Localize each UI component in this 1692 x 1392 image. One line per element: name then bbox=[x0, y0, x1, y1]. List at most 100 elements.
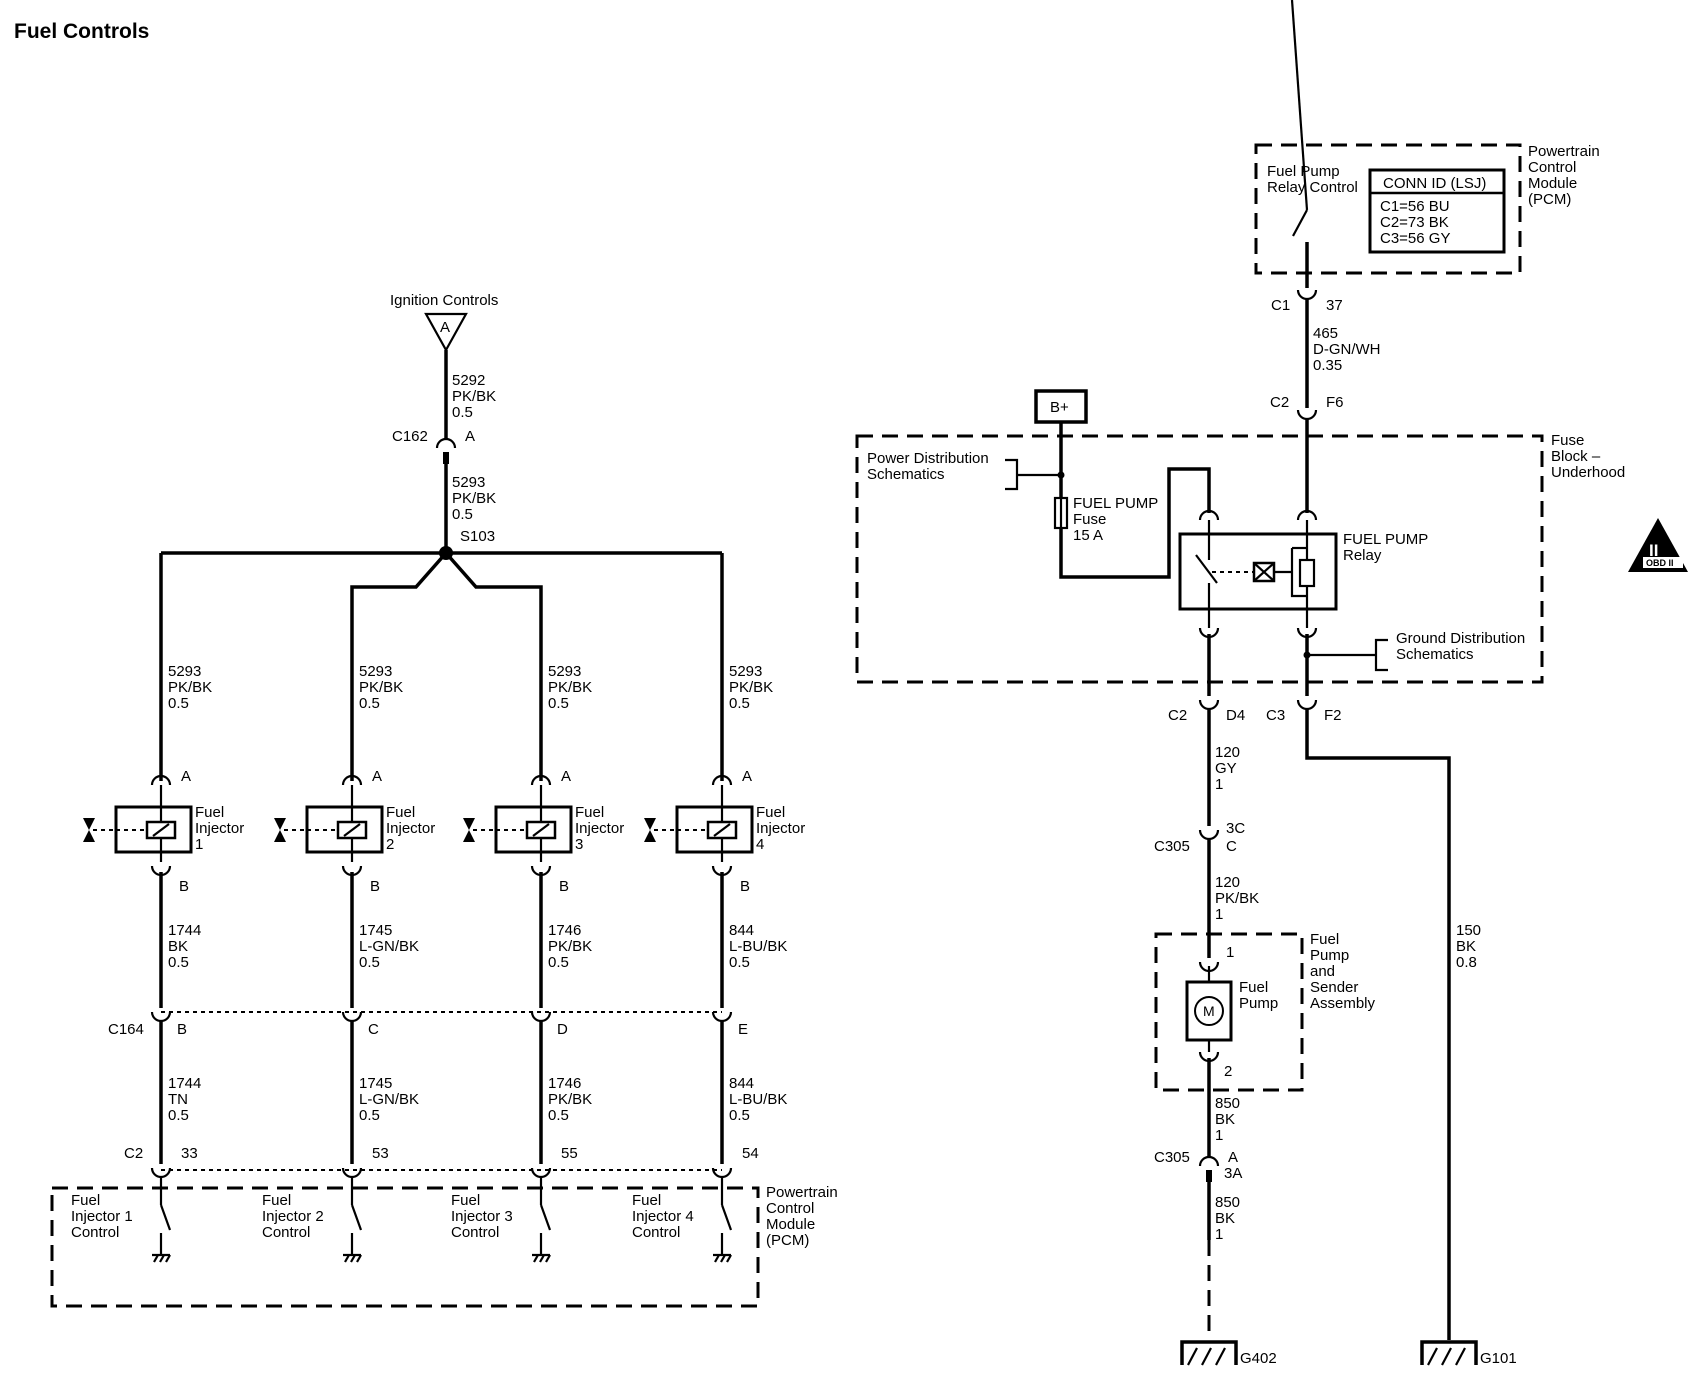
pcm-wire-label: 0.5 bbox=[359, 1107, 380, 1124]
wire-850-b: 850 BK 1 bbox=[1215, 1194, 1240, 1243]
svg-text:Power Distribution: Power Distribution bbox=[867, 450, 989, 467]
injector-control-label: Control bbox=[632, 1224, 680, 1241]
pcm-left-box bbox=[50, 1186, 760, 1308]
injector-pin-b: B bbox=[179, 878, 189, 895]
feed-wire-label: PK/BK bbox=[359, 679, 403, 696]
feed-wire-label: PK/BK bbox=[168, 679, 212, 696]
c305-bottom-label: C305 bbox=[1154, 1149, 1190, 1166]
svg-text:Sender: Sender bbox=[1310, 979, 1358, 996]
feed-wire-label: 5293 bbox=[548, 663, 581, 680]
svg-text:1: 1 bbox=[1215, 776, 1223, 793]
relay-label: FUEL PUMP Relay bbox=[1343, 531, 1428, 564]
pump-pin-1: 1 bbox=[1226, 944, 1234, 961]
injector-branch-3: 5293PK/BK0.5AFuelInjector3B1746PK/BK0.5D… bbox=[451, 663, 624, 1263]
wire-120-gy: 120 GY 1 bbox=[1215, 744, 1240, 793]
ground-distribution-ref: Ground Distribution Schematics bbox=[1396, 630, 1525, 663]
feed-wire-label: 0.5 bbox=[729, 695, 750, 712]
pcm-wire-label: 0.5 bbox=[729, 1107, 750, 1124]
c2-left-label: C2 bbox=[124, 1145, 143, 1162]
injector-branch-1: 5293PK/BK0.5AFuelInjector1B1744BK0.5B174… bbox=[71, 663, 244, 1263]
c305-top-label: C305 bbox=[1154, 838, 1190, 855]
svg-text:0.5: 0.5 bbox=[452, 404, 473, 421]
injector-output-wire-label: 0.5 bbox=[168, 954, 189, 971]
injector-control-label: Control bbox=[71, 1224, 119, 1241]
pcm-wire-label: 1745 bbox=[359, 1075, 392, 1092]
svg-text:D-GN/WH: D-GN/WH bbox=[1313, 341, 1381, 358]
svg-text:Pump: Pump bbox=[1310, 947, 1349, 964]
c2-d4-connector bbox=[1198, 699, 1220, 711]
injector-output-wire-label: BK bbox=[168, 938, 188, 955]
c164-connector bbox=[150, 1011, 172, 1023]
feed-wire-label: 5293 bbox=[168, 663, 201, 680]
obd-ii-icon: II OBD II bbox=[1628, 518, 1688, 572]
injector-label: Injector bbox=[195, 820, 244, 837]
injector-control-label: Injector 2 bbox=[262, 1208, 324, 1225]
ignition-connector-letter: A bbox=[440, 319, 450, 336]
svg-text:(PCM): (PCM) bbox=[766, 1232, 809, 1249]
svg-text:465: 465 bbox=[1313, 325, 1338, 342]
svg-text:Schematics: Schematics bbox=[867, 466, 945, 483]
svg-text:Fuse: Fuse bbox=[1551, 432, 1584, 449]
c3-f2-connector bbox=[1296, 699, 1318, 711]
relay-control-switch bbox=[1290, 0, 1309, 211]
c305-bottom-connector bbox=[1198, 1155, 1220, 1167]
svg-text:and: and bbox=[1310, 963, 1335, 980]
c2-d4-pin: D4 bbox=[1226, 707, 1245, 724]
s103-label: S103 bbox=[460, 528, 495, 545]
feed-wire-label: 0.5 bbox=[359, 695, 380, 712]
c2-pin: 55 bbox=[561, 1145, 578, 1162]
svg-text:(PCM): (PCM) bbox=[1528, 191, 1571, 208]
injector-label: Fuel bbox=[575, 804, 604, 821]
motor-letter: M bbox=[1203, 1003, 1215, 1019]
pump-assembly-label: Fuel Pump and Sender Assembly bbox=[1310, 931, 1376, 1012]
svg-text:II: II bbox=[1649, 541, 1658, 560]
g402-ground: G402 bbox=[1180, 1340, 1277, 1367]
fuel-pump-label: Fuel Pump bbox=[1239, 979, 1278, 1012]
c1-connector bbox=[1296, 289, 1318, 301]
c2-pin: 33 bbox=[181, 1145, 198, 1162]
c3-f2-pin: F2 bbox=[1324, 707, 1342, 724]
svg-text:1: 1 bbox=[1215, 906, 1223, 923]
svg-text:Control: Control bbox=[1528, 159, 1576, 176]
pcm-wire-label: 844 bbox=[729, 1075, 754, 1092]
c162-connector bbox=[435, 437, 457, 449]
feed-wire-label: PK/BK bbox=[548, 679, 592, 696]
pump-assembly-box bbox=[1154, 932, 1304, 1092]
pcm-right-label: Powertrain Control Module (PCM) bbox=[1528, 143, 1600, 208]
c2-f6-label: C2 bbox=[1270, 394, 1289, 411]
injector-pin-a: A bbox=[181, 768, 191, 785]
c305-bottom-pin-2: 3A bbox=[1224, 1165, 1242, 1182]
ignition-connector-triangle bbox=[424, 312, 468, 353]
svg-text:850: 850 bbox=[1215, 1095, 1240, 1112]
injector-control-label: Control bbox=[262, 1224, 310, 1241]
injector-pin-b: B bbox=[370, 878, 380, 895]
injector-control-label: Control bbox=[451, 1224, 499, 1241]
injector-output-wire-label: 1746 bbox=[548, 922, 581, 939]
injector-label: Injector bbox=[575, 820, 624, 837]
ignition-controls-label: Ignition Controls bbox=[390, 292, 498, 309]
fuse-block-box bbox=[855, 434, 1544, 684]
injector-label: Injector bbox=[386, 820, 435, 837]
svg-text:PK/BK: PK/BK bbox=[452, 388, 496, 405]
svg-text:Module: Module bbox=[766, 1216, 815, 1233]
pcm-wire-label: 1746 bbox=[548, 1075, 581, 1092]
injector-label: 3 bbox=[575, 836, 583, 853]
c164-pin: E bbox=[738, 1021, 748, 1038]
injector-valve-icon bbox=[274, 818, 286, 830]
svg-text:Relay Control: Relay Control bbox=[1267, 179, 1358, 196]
c305-top-pin-2: C bbox=[1226, 838, 1237, 855]
injector-label: 1 bbox=[195, 836, 203, 853]
svg-text:1: 1 bbox=[1215, 1226, 1223, 1243]
svg-text:0.5: 0.5 bbox=[452, 506, 473, 523]
injector-valve-icon bbox=[83, 818, 95, 830]
c164-connector bbox=[530, 1011, 552, 1023]
injector-output-wire-label: L-BU/BK bbox=[729, 938, 787, 955]
pcm-wire-label: 0.5 bbox=[168, 1107, 189, 1124]
injector-branch-2: 5293PK/BK0.5AFuelInjector2B1745L-GN/BK0.… bbox=[262, 663, 435, 1263]
injector-control-label: Fuel bbox=[71, 1192, 100, 1209]
svg-text:850: 850 bbox=[1215, 1194, 1240, 1211]
injector-control-label: Injector 1 bbox=[71, 1208, 133, 1225]
svg-text:C3=56 GY: C3=56 GY bbox=[1380, 230, 1450, 247]
c164-connector bbox=[341, 1011, 363, 1023]
svg-text:Block –: Block – bbox=[1551, 448, 1601, 465]
